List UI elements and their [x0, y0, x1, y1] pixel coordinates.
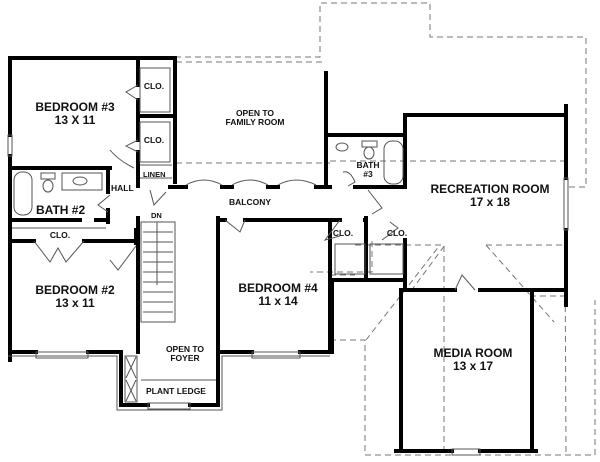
closet-label-right-2: CLO. [386, 228, 408, 238]
room-name: BEDROOM #4 [238, 281, 318, 295]
down-stairs-label: DN [151, 211, 162, 220]
closet-label-bed2: CLO. [49, 230, 71, 240]
closet-label-bed3-lower: CLO. [143, 135, 165, 145]
linen-label: LINEN [143, 170, 166, 179]
closet-label-right-1: CLO. [332, 228, 354, 238]
room-size: 17 x 18 [469, 195, 511, 210]
closet-label-bed3-upper: CLO. [143, 81, 165, 91]
room-size: 13 x 11 [55, 296, 95, 311]
room-recreation: RECREATION ROOM 17 x 18 [420, 182, 560, 210]
room-bedroom4: BEDROOM #4 11 x 14 [228, 281, 328, 309]
room-size: 13 x 17 [452, 359, 494, 374]
bath3-label: BATH #3 [356, 160, 380, 180]
room-bedroom3: BEDROOM #3 13 X 11 [20, 100, 130, 128]
room-name: RECREATION ROOM [430, 182, 550, 196]
room-name: BEDROOM #3 [35, 100, 115, 114]
plant-ledge-label: PLANT LEDGE [146, 386, 206, 396]
hall-label: HALL [111, 183, 134, 193]
room-size: 11 x 14 [258, 294, 298, 309]
bath2-label: BATH #2 [36, 203, 86, 217]
room-name: BEDROOM #2 [35, 283, 115, 297]
open-to-family-room-label: OPEN TO FAMILY ROOM [225, 108, 285, 128]
room-bedroom2: BEDROOM #2 13 x 11 [20, 283, 130, 311]
open-to-foyer-label: OPEN TO FOYER [165, 344, 205, 364]
room-name: MEDIA ROOM [433, 346, 513, 360]
balcony-label: BALCONY [229, 197, 272, 207]
room-size: 13 X 11 [54, 113, 96, 128]
room-media: MEDIA ROOM 13 x 17 [418, 346, 528, 374]
